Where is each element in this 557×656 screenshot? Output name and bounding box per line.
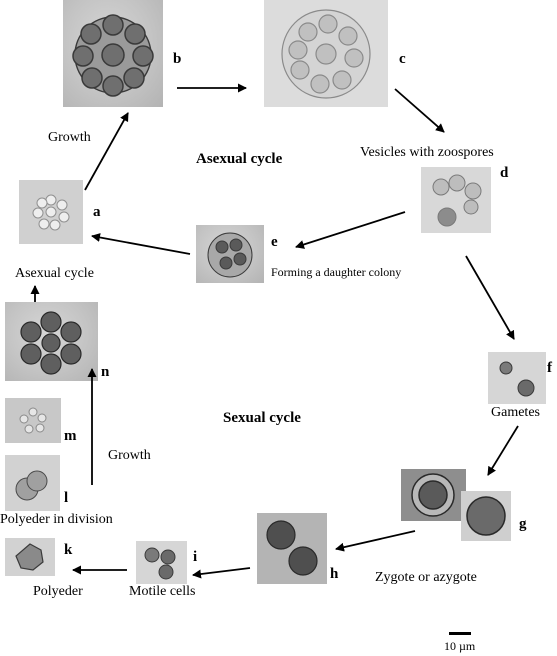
label-gametes: Gametes [491,405,540,420]
letter-g: g [519,516,527,532]
label-polyeder-in-division: Polyeder in division [0,512,113,527]
micrograph-d-vesicles [421,167,491,233]
arrow-a-to-b [84,112,129,191]
letter-i: i [193,549,198,565]
letter-m: m [64,428,77,444]
micrograph-c-colony [264,0,388,107]
label-forming-daughter-colony: Forming a daughter colony [271,265,402,279]
label-polyeder: Polyeder [33,584,83,599]
micrograph-a-young-colony [19,180,83,244]
sexual-cycle-title: Sexual cycle [223,410,301,426]
letter-k: k [64,542,73,558]
arrow-d-to-e [295,211,406,249]
micrograph-f-gametes [488,352,546,404]
scale-bar [449,632,471,635]
micrograph-g-zygote [401,469,466,521]
letter-d: d [500,165,509,181]
letter-c: c [399,51,406,67]
label-motile-cells: Motile cells [129,584,196,599]
letter-a: a [93,204,101,220]
micrograph-l-polyeder-division [5,455,60,511]
label-asexual-cycle-left: Asexual cycle [15,266,94,281]
letter-l: l [64,490,69,506]
arrow-h-to-i [192,567,251,579]
letter-n: n [101,364,110,380]
letter-h: h [330,566,339,582]
micrograph-i-motile-cells [136,541,187,584]
arrow-c-to-d [394,88,445,133]
arrow-f-to-g [487,425,519,476]
micrograph-b-colony [63,0,163,107]
letter-b: b [173,51,182,67]
label-zygote-or-azygote: Zygote or azygote [375,570,477,585]
micrograph-n-colony [5,302,98,381]
scale-bar-label: 10 µm [444,639,476,653]
micrograph-k-polyeder [5,538,55,576]
arrow-e-to-a [91,233,191,255]
arrow-g-to-h [335,530,416,552]
arrow-to-f [465,255,515,340]
label-vesicles-with-zoospores: Vesicles with zoospores [360,145,494,160]
micrograph-m-small-colony [5,398,61,443]
micrograph-e-daughter-colony [196,225,264,283]
label-growth-top: Growth [48,130,91,145]
micrograph-h-cells [257,513,327,584]
letter-e: e [271,234,278,250]
label-growth-middle: Growth [108,448,151,463]
asexual-cycle-title: Asexual cycle [196,151,283,167]
micrograph-g-azygote [461,491,511,541]
letter-f: f [547,360,552,376]
